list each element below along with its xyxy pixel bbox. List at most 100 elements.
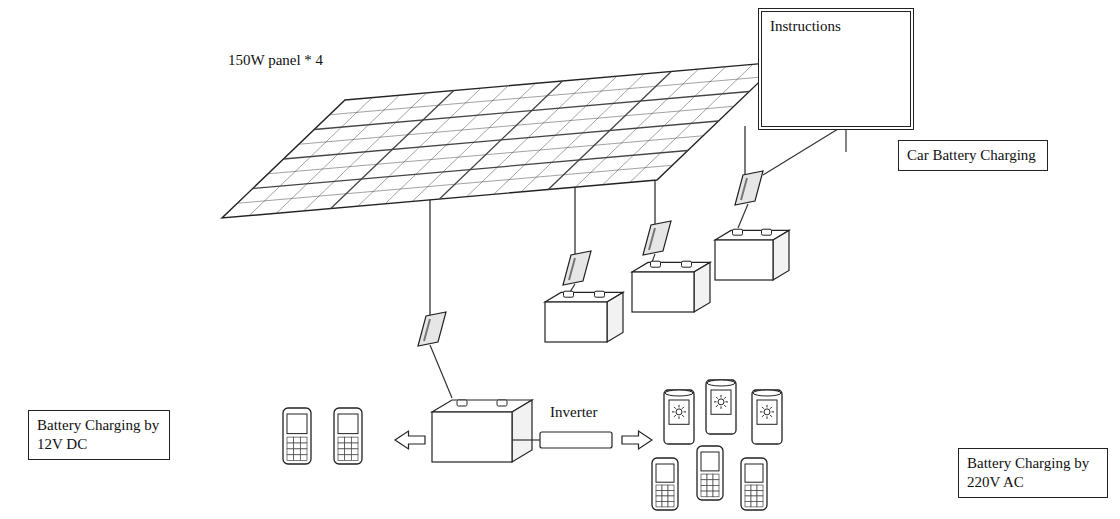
component-label: Inverter (548, 404, 599, 421)
lantern-top (753, 390, 781, 396)
phone-key (294, 437, 301, 443)
battery-terminal (762, 229, 772, 235)
phone-key (656, 485, 662, 490)
phone-key (351, 437, 358, 443)
label-box: Car Battery Charging (898, 140, 1048, 171)
phone-key (662, 491, 668, 496)
phone-key (294, 443, 301, 449)
phone-key (656, 501, 662, 506)
battery-front (432, 412, 512, 462)
battery-terminal (733, 229, 743, 235)
phone-key (757, 501, 763, 506)
sun-symbol (764, 409, 770, 415)
controller-shade (649, 228, 655, 250)
mobile-phone (741, 458, 767, 510)
phone-key (662, 496, 668, 501)
sun-ray (672, 411, 675, 412)
phone-key (707, 491, 713, 497)
phone-body (334, 408, 362, 464)
sun-ray (682, 415, 684, 417)
phone-screen (656, 464, 674, 482)
charge-controller (418, 312, 446, 346)
battery-side (512, 400, 532, 462)
phone-key (287, 449, 294, 455)
battery (632, 261, 710, 312)
phone-key (745, 491, 751, 496)
wire (845, 129, 846, 152)
sun-ray (760, 411, 763, 412)
sun-ray (679, 416, 680, 419)
sun-ray (721, 395, 722, 398)
sun-ray (714, 401, 717, 402)
sun-ray (726, 401, 729, 402)
output-arrow (395, 431, 425, 449)
phone-key (707, 474, 713, 480)
phone-key (668, 496, 674, 501)
charge-controller (735, 171, 763, 205)
phone-screen (701, 452, 719, 471)
battery-terminal (651, 261, 661, 267)
panel-cell-line (237, 165, 672, 203)
battery-terminal (595, 291, 605, 297)
battery-side (607, 292, 623, 342)
phone-key (294, 455, 301, 461)
sun-ray (762, 415, 764, 417)
sun-ray (767, 416, 768, 419)
inverter-box (540, 432, 612, 448)
lantern-window (757, 400, 777, 424)
solar-lantern (664, 390, 694, 444)
phone-key (707, 485, 713, 491)
phone-key (751, 491, 757, 496)
mobile-phone (697, 446, 723, 500)
phone-key (701, 485, 707, 491)
controller-plate (563, 251, 591, 285)
sun-ray (682, 407, 684, 409)
charge-controller (643, 221, 671, 255)
phone-key (757, 485, 763, 490)
battery (545, 291, 623, 342)
controller-shade (569, 258, 575, 280)
sun-ray (716, 397, 718, 399)
mobile-phone (652, 458, 678, 510)
wire (430, 345, 452, 398)
phone-key (668, 485, 674, 490)
phone-key (662, 501, 668, 506)
sun-ray (674, 415, 676, 417)
phone-key (701, 474, 707, 480)
battery-front (715, 240, 773, 280)
phone-key (701, 491, 707, 497)
sun-ray (684, 411, 687, 412)
solar-lantern (752, 390, 782, 444)
solar-lantern (706, 380, 736, 434)
wire (738, 204, 748, 228)
battery-terminal (457, 400, 467, 406)
lantern-body (752, 390, 782, 444)
battery (432, 400, 532, 462)
phone-key (668, 501, 674, 506)
phone-key (338, 449, 345, 455)
instruction-board: Instructions (758, 8, 914, 130)
node-text: Battery Charging by 220V AC (967, 454, 1099, 492)
solar-panel-array (222, 62, 780, 318)
sun-ray (674, 407, 676, 409)
battery-terminal (497, 400, 507, 406)
sun-symbol (718, 399, 724, 405)
phone-key (294, 449, 301, 455)
phone-key (713, 474, 719, 480)
panel-outline (222, 62, 780, 218)
battery-side (773, 230, 789, 280)
output-arrow (622, 431, 652, 449)
phone-key (656, 496, 662, 501)
phone-key (300, 449, 307, 455)
sun-ray (762, 407, 764, 409)
wire (763, 129, 838, 175)
sun-symbol (676, 409, 682, 415)
phone-key (745, 496, 751, 501)
phone-key (745, 501, 751, 506)
phone-key (345, 437, 352, 443)
phone-key (701, 480, 707, 486)
battery-terminal (682, 261, 692, 267)
phone-screen (745, 464, 763, 482)
sun-ray (721, 406, 722, 409)
phone-key (751, 501, 757, 506)
